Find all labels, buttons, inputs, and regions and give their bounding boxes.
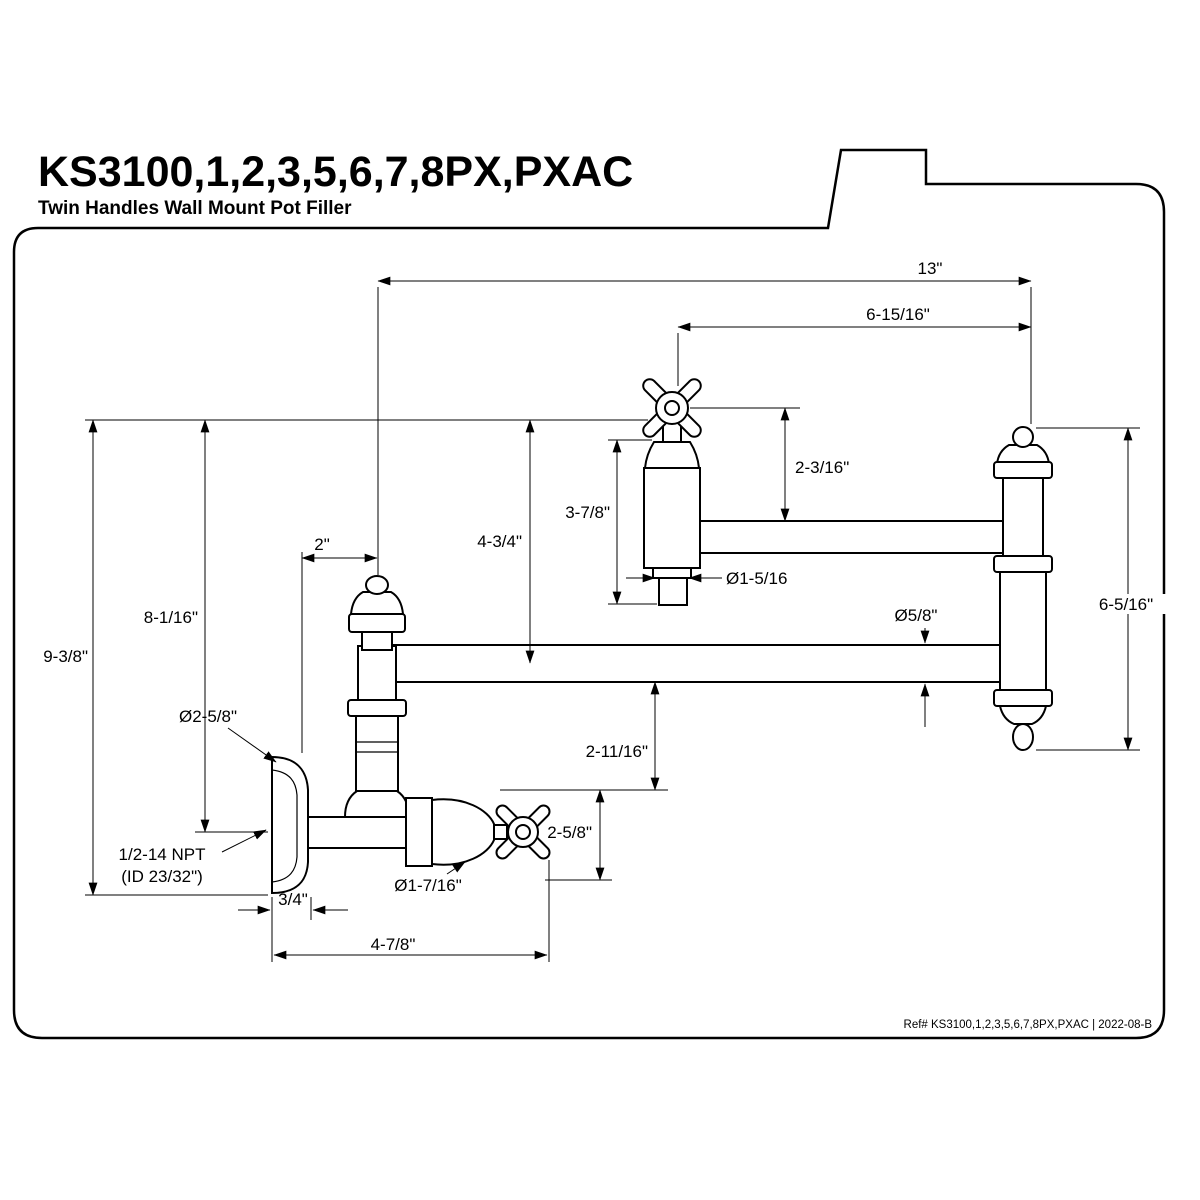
upper-cross-handle-icon bbox=[642, 378, 702, 438]
dim-inlet-thread-line1: 1/2-14 NPT bbox=[119, 845, 206, 864]
dim-lower-valve-dia: Ø1-7/16" bbox=[394, 876, 461, 895]
pot-filler-drawing bbox=[271, 378, 1053, 895]
dimension-lines bbox=[88, 276, 1133, 960]
dimension-labels: 13" 6-15/16" 2-3/16" 3-7/8" 4-3/4" Ø1-5/… bbox=[43, 259, 1166, 954]
dim-overall-reach: 13" bbox=[918, 259, 943, 278]
spout-valve bbox=[642, 378, 702, 606]
riser-joint-column bbox=[343, 575, 411, 818]
sheet-border bbox=[12, 148, 1166, 1040]
footer-reference: Ref# KS3100,1,2,3,5,6,7,8PX,PXAC | 2022-… bbox=[904, 1019, 1153, 1031]
dim-handle-drop: 2-3/16" bbox=[795, 458, 849, 477]
wall-mount-flange bbox=[271, 755, 309, 895]
upper-arm-pipe bbox=[690, 520, 1010, 554]
dim-flange-depth: 3/4" bbox=[278, 890, 308, 909]
leader-lower-valve-dia bbox=[446, 861, 466, 875]
dim-outlet-dia: Ø1-5/16 bbox=[726, 569, 787, 588]
dim-handle-to-arm: 4-3/4" bbox=[477, 532, 522, 551]
dim-riser-height: 8-1/16" bbox=[144, 608, 198, 627]
dim-joint-height: 6-5/16" bbox=[1099, 595, 1153, 614]
page-subtitle: Twin Handles Wall Mount Pot Filler bbox=[38, 198, 352, 219]
label-backing bbox=[1086, 594, 1166, 614]
page-title: KS3100,1,2,3,5,6,7,8PX,PXAC bbox=[38, 148, 633, 196]
dim-overall-height: 9-3/8" bbox=[43, 647, 88, 666]
dim-lower-valve-height: 2-5/8" bbox=[547, 823, 592, 842]
dim-upper-arm: 6-15/16" bbox=[866, 305, 930, 324]
dim-valve-height: 3-7/8" bbox=[565, 503, 610, 522]
lower-cross-handle-icon bbox=[495, 804, 551, 860]
supply-pipe bbox=[305, 816, 414, 849]
swivel-joint-column bbox=[993, 426, 1053, 751]
dim-inlet-thread-line2: (ID 23/32") bbox=[121, 867, 203, 886]
inlet-valve bbox=[405, 797, 551, 867]
dim-wall-offset: 2" bbox=[314, 535, 330, 554]
dim-arm-to-valve: 2-11/16" bbox=[586, 742, 648, 761]
dim-wall-to-handle: 4-7/8" bbox=[371, 935, 416, 954]
dim-pipe-dia: Ø5/8" bbox=[895, 606, 938, 625]
dim-flange-dia: Ø2-5/8" bbox=[179, 707, 237, 726]
spout-outlet bbox=[658, 577, 688, 606]
extension-lines bbox=[85, 287, 1140, 962]
leader-inlet-thread bbox=[221, 829, 267, 853]
leader-flange-dia bbox=[227, 727, 277, 763]
lower-arm-pipe bbox=[390, 644, 1010, 683]
